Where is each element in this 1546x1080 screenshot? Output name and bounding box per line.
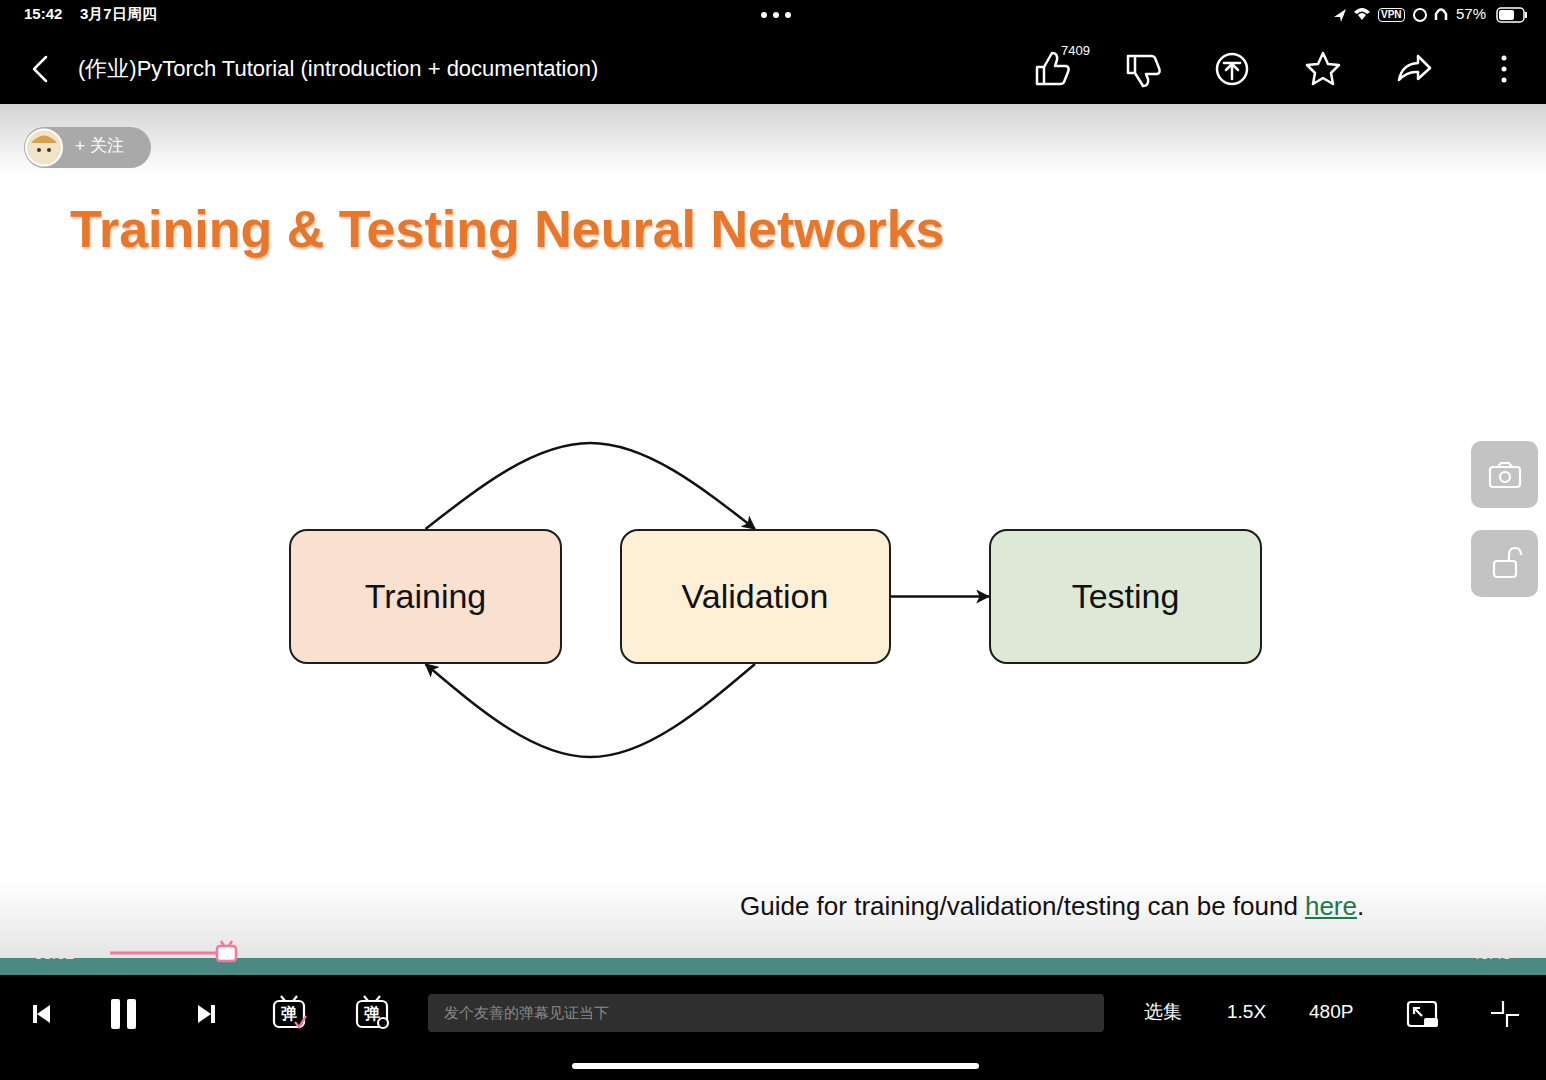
danmaku-input	[428, 994, 1104, 1032]
dislike-icon	[1128, 56, 1160, 86]
danmaku-antenna	[364, 996, 380, 1001]
pip-arrow	[1414, 1008, 1422, 1016]
camera-lens	[1500, 472, 1510, 482]
next-triangle	[198, 1005, 211, 1023]
danmaku-glyph: 弹	[281, 1004, 297, 1023]
vpn-badge: VPN	[1378, 8, 1405, 22]
location-icon	[1334, 9, 1346, 22]
camera-top	[1498, 463, 1512, 467]
danmaku-icon	[274, 1001, 304, 1027]
avatar-hat	[31, 136, 57, 144]
danmaku-antenna	[281, 996, 297, 1001]
speed-button: 1.5X	[1227, 1001, 1266, 1024]
elapsed-time: 03:32	[34, 944, 74, 963]
pause-bar	[111, 999, 120, 1029]
prev-triangle	[37, 1005, 50, 1023]
slide-shade	[0, 880, 1546, 960]
guide-stop: .	[1357, 891, 1364, 922]
process-box: Validation	[620, 529, 891, 664]
lock-shackle	[1509, 548, 1521, 561]
lock-body	[1494, 561, 1516, 577]
dot	[1502, 67, 1507, 72]
lock-icon	[1494, 548, 1521, 577]
danmaku-icon	[357, 1001, 387, 1027]
home-indicator	[572, 1063, 979, 1069]
dot	[761, 12, 767, 18]
guide-link: here	[1305, 891, 1357, 922]
dot	[785, 12, 791, 18]
prev-bar	[33, 1005, 37, 1023]
progress-played	[110, 952, 220, 955]
guide-note: Guide for training/validation/testing ca…	[740, 891, 1298, 922]
coin-mark	[1224, 63, 1240, 79]
battery-outline	[1497, 8, 1524, 22]
avatar-eye	[47, 148, 51, 152]
next-bar	[211, 1005, 215, 1023]
thumb-body	[217, 946, 236, 961]
follow-button: + 关注	[75, 136, 124, 156]
flow-arrow	[891, 595, 990, 598]
avatar-eye	[37, 148, 41, 152]
process-box: Testing	[989, 529, 1262, 664]
box-label: Training	[365, 576, 487, 617]
status-date: 3月7日周四	[80, 5, 157, 23]
like-count: 7409	[1061, 43, 1090, 59]
slide-title: Training & Testing Neural Networks	[70, 198, 945, 260]
headphone-icon	[1436, 10, 1446, 21]
loop-arrow	[426, 664, 756, 757]
danmaku-glyph: 弹	[364, 1004, 380, 1023]
fullscreen-icon	[1491, 1001, 1519, 1027]
share-icon	[1399, 56, 1430, 80]
dot	[773, 12, 779, 18]
camera-icon	[1490, 463, 1520, 487]
process-box: Training	[289, 529, 562, 664]
screenshot-button	[1471, 441, 1538, 508]
wifi-icon	[1354, 8, 1370, 20]
battery-cap	[1525, 12, 1527, 18]
rotation-icon	[1414, 9, 1426, 21]
episode-button: 选集	[1144, 1001, 1182, 1024]
follow-pill	[24, 127, 151, 168]
total-time: 40:48	[1471, 944, 1511, 963]
status-icons	[761, 8, 1527, 22]
loop-arrow	[426, 443, 756, 529]
dot	[1502, 56, 1507, 61]
quality-button: 480P	[1309, 1001, 1353, 1024]
thumb-antenna	[221, 941, 224, 946]
battery-level	[1499, 10, 1514, 20]
pip-window	[1424, 1018, 1438, 1027]
box-label: Validation	[682, 576, 829, 617]
pause-bar	[127, 999, 136, 1029]
thumb-antenna	[229, 941, 232, 946]
top-bar-icons	[34, 53, 1430, 86]
dot	[1502, 78, 1507, 83]
slide-shade	[0, 104, 1546, 174]
box-label: Testing	[1072, 576, 1180, 617]
slide-ground	[0, 104, 1546, 960]
progress-thumb	[217, 941, 236, 961]
video-title: (作业)PyTorch Tutorial (introduction + doc…	[78, 56, 598, 82]
favorite-icon	[1307, 53, 1339, 84]
danmaku-placeholder: 发个友善的弹幕见证当下	[444, 1004, 609, 1022]
more-icon	[1502, 56, 1507, 83]
lock-button	[1471, 530, 1538, 597]
camera-body	[1490, 467, 1520, 487]
status-time: 15:42	[24, 5, 62, 23]
coin-icon	[1217, 54, 1247, 84]
avatar	[26, 130, 62, 166]
back-icon	[34, 57, 46, 81]
battery-percent: 57%	[1456, 5, 1486, 23]
